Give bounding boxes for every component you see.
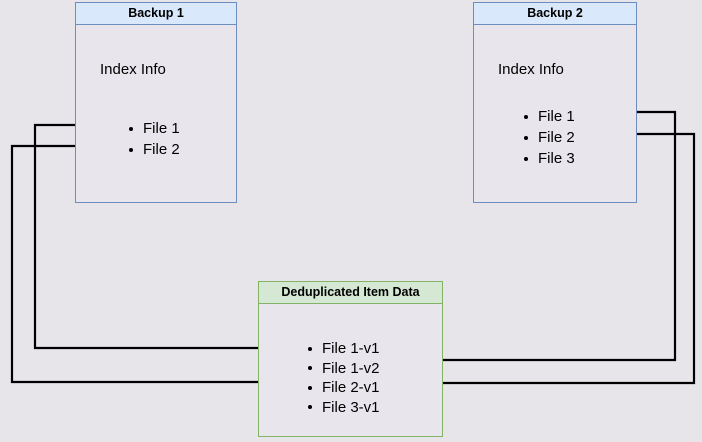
node-dedup-file-list: File 1-v1 File 1-v2 File 2-v1 File 3-v1 xyxy=(307,339,380,417)
node-backup-2-body: Index Info File 1 File 2 File 3 xyxy=(474,25,636,202)
list-item: File 1 xyxy=(523,106,575,127)
node-backup-1[interactable]: Backup 1 Index Info File 1 File 2 xyxy=(75,2,237,203)
node-backup-1-file-list: File 1 File 2 xyxy=(128,118,180,160)
node-dedup-title: Deduplicated Item Data xyxy=(259,282,442,304)
list-item: File 1 xyxy=(128,118,180,139)
node-backup-1-caption: Index Info xyxy=(100,61,166,78)
node-backup-2[interactable]: Backup 2 Index Info File 1 File 2 File 3 xyxy=(473,2,637,203)
list-item: File 2-v1 xyxy=(307,378,380,398)
list-item: File 2 xyxy=(128,139,180,160)
list-item: File 3 xyxy=(523,148,575,169)
connector-b2-file2-to-file2v1 xyxy=(392,132,696,390)
node-backup-2-file-list: File 1 File 2 File 3 xyxy=(523,106,575,169)
node-backup-2-title: Backup 2 xyxy=(474,3,636,25)
node-deduplicated-item-data[interactable]: Deduplicated Item Data File 1-v1 File 1-… xyxy=(258,281,443,437)
node-backup-1-title: Backup 1 xyxy=(76,3,236,25)
node-dedup-body: File 1-v1 File 1-v2 File 2-v1 File 3-v1 xyxy=(259,304,442,436)
list-item: File 2 xyxy=(523,127,575,148)
node-backup-2-caption: Index Info xyxy=(498,61,564,78)
connector-b1-file2-to-file2v1 xyxy=(10,144,301,389)
list-item: File 1-v2 xyxy=(307,359,380,379)
list-item: File 1-v1 xyxy=(307,339,380,359)
list-item: File 3-v1 xyxy=(307,398,380,418)
node-backup-1-body: Index Info File 1 File 2 xyxy=(76,25,236,202)
